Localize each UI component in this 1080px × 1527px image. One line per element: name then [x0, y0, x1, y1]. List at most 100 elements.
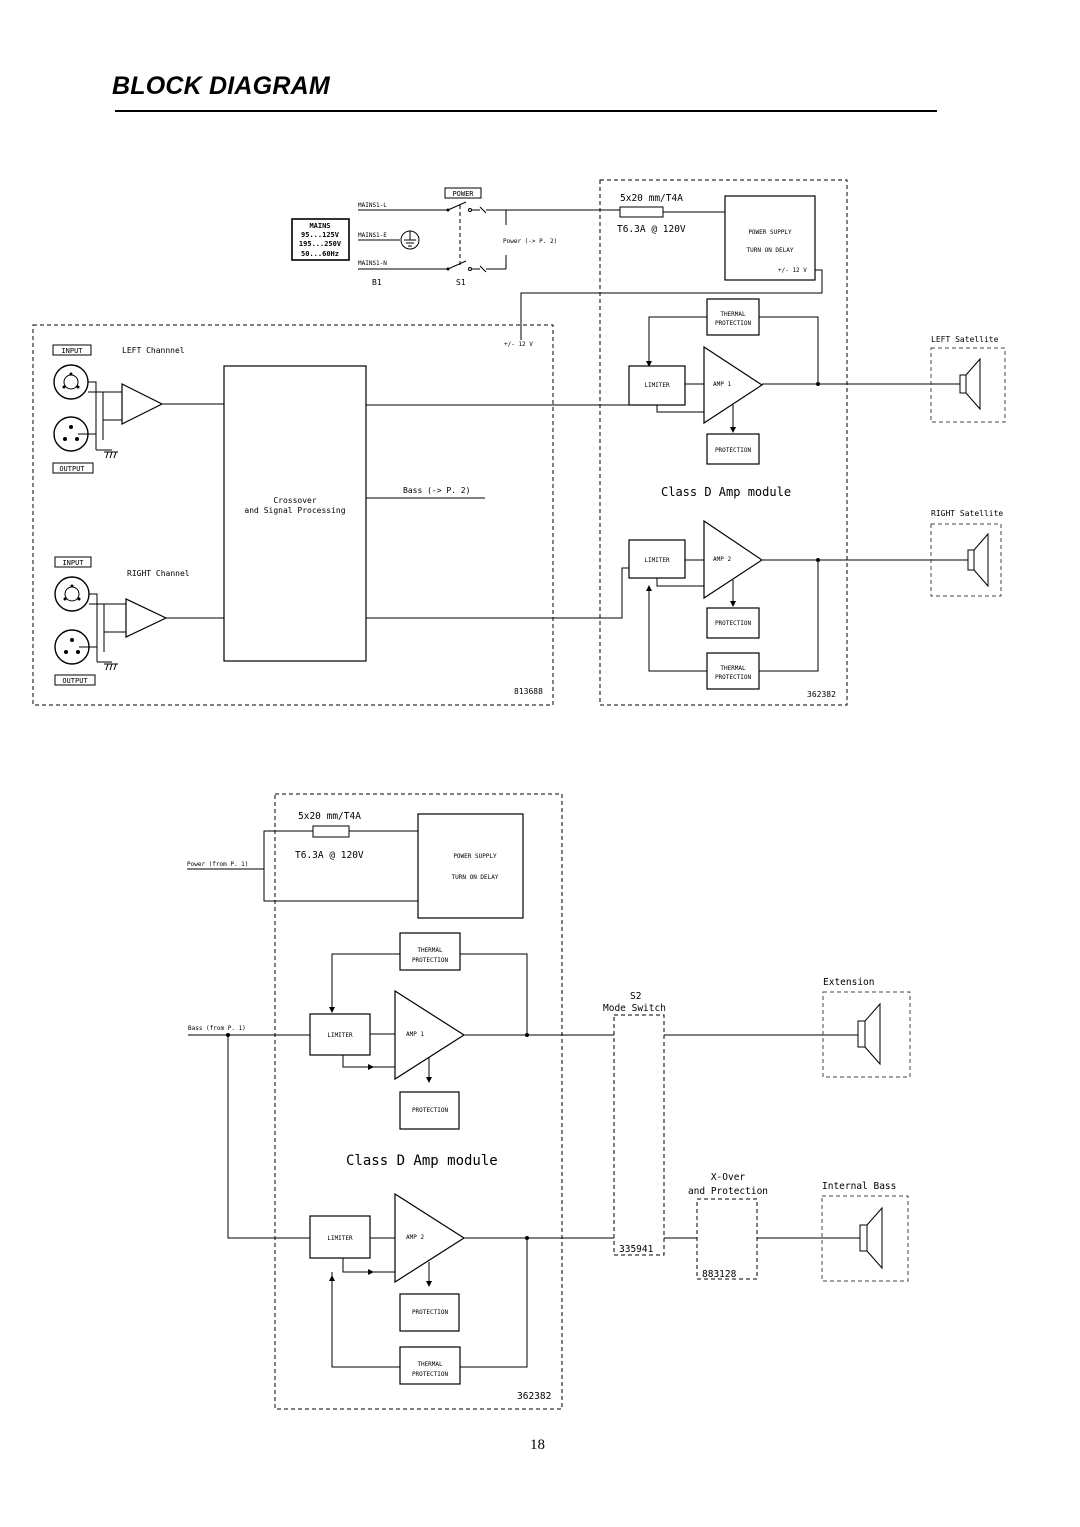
mains-n-label: MAINS1-N	[358, 260, 387, 267]
xlr-input-right-icon	[54, 576, 90, 612]
fuse-top-rating: T6.3A @ 120V	[617, 224, 686, 235]
mode-switch-box	[613, 1014, 665, 1256]
board-pm12v: +/- 12 V	[504, 341, 533, 348]
protection-top-1	[706, 433, 760, 465]
limiter-top-1-label: LIMITER	[644, 382, 670, 389]
fuse-top-label: 5x20 mm/T4A	[620, 193, 683, 204]
left-satellite-label: LEFT Satellite	[931, 335, 999, 344]
bass-from-p1-label: Bass (from P. 1)	[188, 1025, 246, 1032]
left-satellite-outline	[930, 347, 1006, 423]
right-satellite-outline	[930, 523, 1002, 597]
speaker-extension-icon	[857, 1002, 881, 1066]
thermal-protection-top-2	[706, 652, 760, 690]
psu-bottom-line2: TURN ON DELAY	[452, 874, 499, 881]
xover-box	[696, 1198, 758, 1280]
psu-top-line2: TURN ON DELAY	[747, 247, 794, 254]
earth-ground-icon	[400, 230, 420, 250]
thermal-bottom-1-line1: THERMAL	[417, 947, 443, 954]
bass-to-p2-label: Bass (-> P. 2)	[403, 486, 470, 495]
mains-label: MAINS	[309, 222, 330, 230]
protection-bottom-1	[399, 1091, 460, 1130]
board-813688-id: 813688	[514, 687, 543, 696]
mode-switch-label: Mode Switch	[603, 1003, 666, 1014]
amp1-bottom	[394, 989, 466, 1081]
internal-bass-label: Internal Bass	[822, 1181, 896, 1192]
thermal-top-1-line1: THERMAL	[720, 311, 746, 318]
title-rule	[115, 110, 937, 112]
limiter-top-2-label: LIMITER	[644, 557, 670, 564]
speaker-internal-bass-icon	[859, 1206, 883, 1270]
mains-l-label: MAINS1-L	[358, 202, 387, 209]
fuse-bottom-rating: T6.3A @ 120V	[295, 850, 364, 861]
power-supply-top	[724, 195, 816, 281]
thermal-top-1-line2: PROTECTION	[715, 320, 752, 327]
amp2-bottom-label: AMP 2	[406, 1234, 424, 1241]
protection-top-2-label: PROTECTION	[715, 620, 752, 627]
board-362382-outline	[599, 179, 848, 706]
xover-id: 883128	[702, 1269, 737, 1280]
thermal-protection-bottom-2	[399, 1346, 461, 1385]
protection-bottom-1-label: PROTECTION	[412, 1107, 449, 1114]
protection-bottom-2-label: PROTECTION	[412, 1309, 449, 1316]
buffer-right	[125, 598, 168, 638]
thermal-top-2-line1: THERMAL	[720, 665, 746, 672]
s2-label: S2	[630, 991, 641, 1002]
output-left-box	[52, 462, 94, 474]
board-362382-id-top: 362382	[807, 690, 836, 699]
internal-bass-outline	[821, 1195, 909, 1282]
fuse-bottom-label: 5x20 mm/T4A	[298, 811, 361, 822]
board-362382-bottom-outline	[274, 793, 563, 1410]
mains-voltage-high: 195...250V	[299, 240, 342, 248]
xover-line1: X-Over	[711, 1172, 746, 1183]
amp2-bottom	[394, 1192, 466, 1284]
limiter-top-1	[628, 365, 686, 406]
module-label-top: Class D Amp module	[661, 485, 791, 499]
speaker-right-satellite-icon	[967, 532, 989, 588]
crossover-box	[223, 365, 367, 662]
crossover-line1: Crossover	[273, 496, 317, 505]
input-left-label: INPUT	[61, 347, 83, 355]
mains-voltage-low: 95...125V	[301, 231, 340, 239]
module-label-bottom: Class D Amp module	[346, 1153, 498, 1169]
output-right-box	[54, 674, 96, 686]
protection-bottom-2	[399, 1293, 460, 1332]
buffer-left	[121, 383, 164, 425]
protection-top-2	[706, 607, 760, 639]
power-switch-label: POWER	[452, 190, 474, 198]
input-right-label: INPUT	[62, 559, 84, 567]
power-switch-icon	[446, 201, 487, 273]
output-left-label: OUTPUT	[59, 465, 85, 473]
right-satellite-label: RIGHT Satellite	[931, 509, 1003, 518]
limiter-top-2	[628, 539, 686, 579]
psu-bottom-line1: POWER SUPPLY	[453, 853, 497, 860]
left-channel-label: LEFT Channnel	[122, 346, 185, 355]
thermal-protection-bottom-1	[399, 932, 461, 971]
amp2-top-label: AMP 2	[713, 556, 731, 563]
fuse-bottom	[312, 825, 350, 838]
board-362382-bottom-id: 362382	[517, 1391, 551, 1402]
speaker-left-satellite-icon	[959, 357, 981, 411]
amp2-top	[703, 519, 764, 600]
input-right-box	[54, 556, 92, 568]
extension-label: Extension	[823, 977, 874, 988]
mode-switch-id: 335941	[619, 1244, 654, 1255]
mains-box	[291, 218, 350, 261]
protection-top-1-label: PROTECTION	[715, 447, 752, 454]
thermal-bottom-2-line1: THERMAL	[417, 1361, 443, 1368]
page-number: 18	[530, 1437, 545, 1453]
psu-top-line1: POWER SUPPLY	[748, 229, 792, 236]
mains-frequency: 50...60Hz	[301, 250, 339, 258]
limiter-bottom-1-label: LIMITER	[327, 1032, 353, 1039]
xover-line2: and Protection	[688, 1186, 768, 1197]
xlr-output-right-icon	[54, 629, 90, 665]
thermal-bottom-1-line2: PROTECTION	[412, 957, 449, 964]
power-from-p1-label: Power (from P. 1)	[187, 861, 248, 868]
amp1-bottom-label: AMP 1	[406, 1031, 424, 1038]
limiter-bottom-1	[309, 1013, 371, 1056]
page-title: BLOCK DIAGRAM	[112, 72, 330, 100]
right-channel-label: RIGHT Channel	[127, 569, 190, 578]
power-switch-label-box	[444, 187, 482, 199]
crossover-line2: and Signal Processing	[244, 506, 345, 515]
input-left-box	[52, 344, 92, 356]
